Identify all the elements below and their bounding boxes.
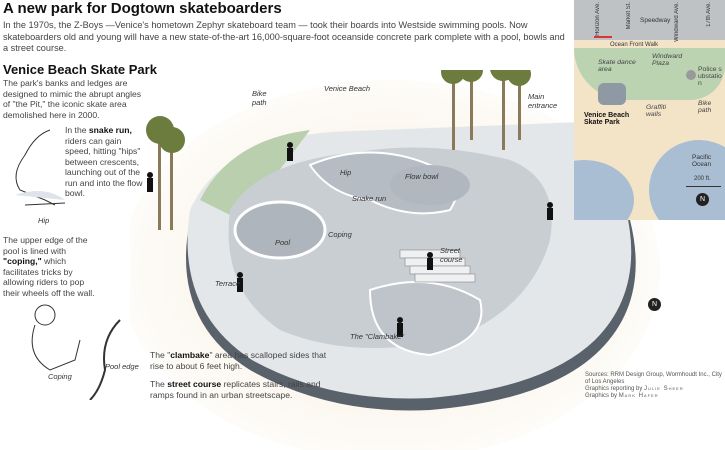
map-park-label: Venice Beach Skate Park: [584, 112, 630, 126]
note-coping: The upper edge of the pool is lined with…: [3, 235, 95, 298]
label-street-course: Street course: [440, 246, 463, 264]
skater-silhouettes: [147, 142, 553, 337]
map-police: Police substation: [698, 66, 722, 87]
north-arrow-icon: N: [696, 193, 709, 206]
inset-label-coping: Coping: [48, 372, 72, 381]
map-city-blocks: [574, 0, 725, 40]
page-title: A new park for Dogtown skateboarders: [3, 0, 282, 17]
map-street: Market St.: [626, 2, 632, 30]
map-ocean-left: [574, 160, 634, 220]
map-scale: 200 ft.: [694, 176, 711, 182]
flow-bowl: [390, 165, 470, 205]
compass-icon: N: [648, 298, 661, 311]
map-speedway: Speedway: [640, 17, 671, 24]
inset-label-pool-edge: Pool edge: [105, 362, 139, 371]
palm-trees: [146, 70, 531, 230]
park-illustration: [130, 70, 660, 450]
label-coping: Coping: [328, 230, 352, 239]
map-street: Horizon Ave.: [595, 2, 601, 36]
hip-skater-drawing: [15, 129, 65, 206]
map-skate-dance: Skate dance area: [598, 59, 636, 73]
label-flow-bowl: Flow bowl: [405, 172, 439, 181]
map-police-marker: [686, 70, 696, 80]
label-clambake: The "Clambake": [350, 332, 405, 341]
map-scale-bar: [686, 186, 721, 187]
map-bike-path: Bike path: [698, 100, 712, 114]
note-banks: The park's banks and ledges are designed…: [3, 78, 142, 120]
label-bike-path: Bike path: [252, 89, 267, 107]
section-title: Venice Beach Skate Park: [3, 62, 157, 77]
label-snake-run: Snake run: [352, 194, 387, 203]
label-pool: Pool: [275, 238, 291, 247]
map-graffiti: Graffiti walls: [646, 104, 667, 118]
map-ocean-front-walk: Ocean Front Walk: [610, 42, 659, 48]
map-windward-plaza: Windward Plaza: [652, 53, 683, 67]
coping-skater-drawing: [31, 304, 121, 400]
intro-text: In the 1970s, the Z-Boys —Venice's homet…: [3, 20, 565, 53]
note-clambake: The "clambake" area has scalloped sides …: [150, 350, 327, 371]
map-ocean-label: Pacific Ocean: [692, 154, 712, 168]
label-terrace: Terrace: [215, 279, 241, 288]
credits: Sources: RRM Design Group, Wormhoudt Inc…: [585, 372, 722, 399]
label-venice-beach: Venice Beach: [324, 84, 371, 93]
note-snake-run: In the snake run, riders can gain speed,…: [65, 125, 143, 198]
map-street: 17th Ave.: [706, 2, 712, 27]
note-street-course: The street course replicates stairs, rai…: [150, 379, 321, 400]
label-hip: Hip: [340, 168, 352, 177]
inset-label-hip: Hip: [38, 216, 50, 225]
map-street: Windward Ave.: [674, 2, 680, 42]
pool: [233, 200, 327, 260]
map-highlight: [594, 36, 612, 38]
label-main-entrance: Main entrance: [528, 92, 558, 110]
map-park-marker: [598, 83, 626, 105]
locator-map: Horizon Ave. Market St. Windward Ave. 17…: [574, 0, 725, 220]
map-ocean: [649, 140, 725, 220]
grass-area: [200, 130, 310, 220]
